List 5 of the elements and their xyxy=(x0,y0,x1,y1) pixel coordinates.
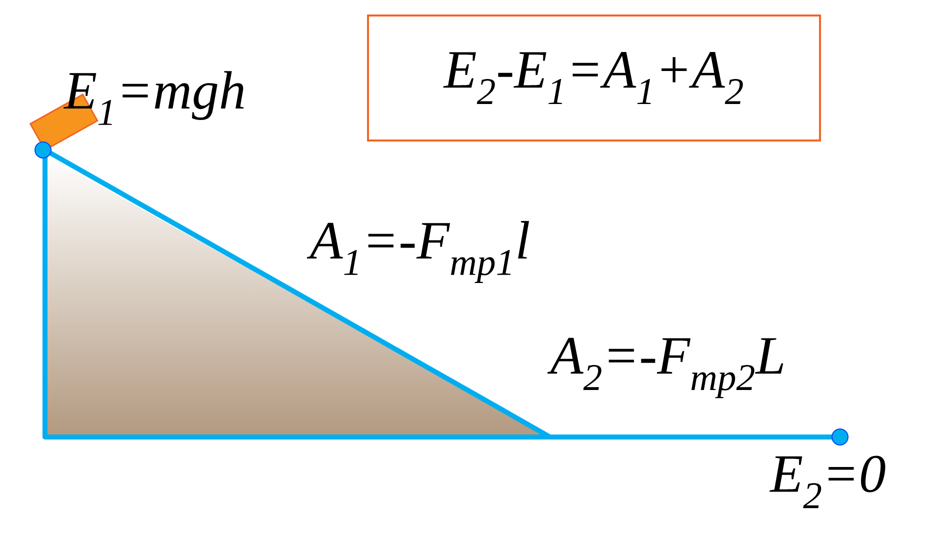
formula-label: A$_{1}$=-F$_{mp1}$l xyxy=(306,221,530,283)
formula-label: A$_{2}$=-F$_{mp2}$L xyxy=(547,338,784,398)
formula-label: E$_{2}$=0 xyxy=(769,456,886,508)
equation-box: E$_{2}$-E$_{1}$=A$_{1}$+A$_{2}$ xyxy=(367,14,821,142)
formula-label: E$_{1}$=mgh xyxy=(63,71,244,125)
